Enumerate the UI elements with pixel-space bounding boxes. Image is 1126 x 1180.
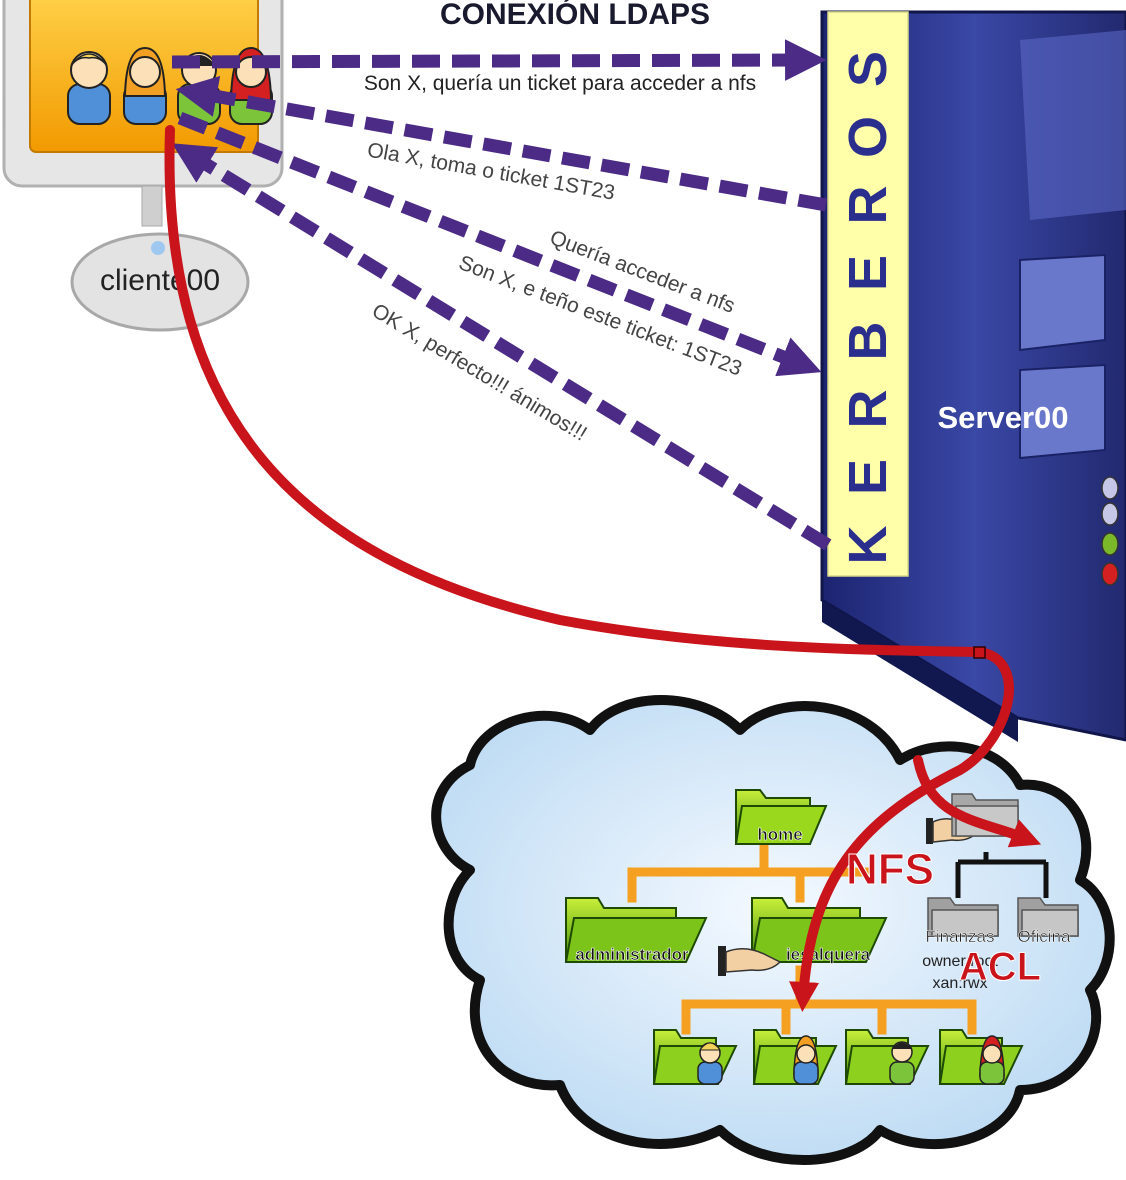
kerberos-letter: S [838, 51, 898, 87]
folder-home-label: home [757, 825, 802, 844]
folder-user-woman[interactable] [752, 1029, 838, 1085]
kerberos-letter: R [838, 186, 898, 225]
kerberos-letter: B [838, 322, 898, 361]
folder-iesalquera-label: iesalquera [786, 945, 871, 964]
kerberos-band [827, 11, 909, 577]
kerberos-letter: O [838, 116, 898, 158]
share-hand-icon [718, 946, 782, 976]
user-icon-woman [123, 46, 167, 125]
arrow-ticket-request [171, 39, 827, 81]
folder-user-redhead[interactable] [938, 1029, 1024, 1085]
folder-finanzas-label: Finanzas [926, 927, 995, 946]
folder-oficina-label: Oficina [1018, 927, 1071, 946]
folder-administrador-label: administrador [575, 945, 689, 964]
kerberos-letter: R [838, 390, 898, 429]
kerberos-exchange-arrows [171, 39, 832, 551]
server-status-leds [1101, 476, 1119, 586]
arrow-access-ok [171, 143, 832, 551]
kerberos-letter: E [838, 255, 898, 291]
folder-finanzas[interactable]: Finanzas [925, 897, 999, 946]
nfs-mount-point [973, 646, 986, 659]
user-icon-blonde [67, 51, 111, 125]
folder-user-dark-hair[interactable] [844, 1029, 930, 1085]
server-name: Server00 [937, 400, 1068, 435]
acl-rule-xan: xan:rwx [932, 975, 987, 992]
arrow-access-request [177, 111, 822, 377]
arrow-ticket-grant [175, 75, 828, 212]
folder-home[interactable]: home [734, 789, 828, 845]
message-access-ticket: Son X, e teño este ticket: 1ST23 [456, 251, 745, 380]
acl-rule-owner: owner:root [922, 953, 998, 970]
kerberos-letter: E [838, 459, 898, 495]
arrow-client-to-nfs [164, 125, 1014, 1012]
acl-label: ACL [959, 945, 1041, 989]
nfs-label: NFS [846, 845, 934, 894]
diagram-title: CONEXIÓN LDAPS [440, 0, 710, 31]
arrow-client-to-acl [913, 755, 1042, 848]
nfs-access-arrows [164, 125, 1042, 1012]
message-ticket-request: Son X, quería un ticket para acceder a n… [364, 72, 756, 95]
kerberos-letter: K [838, 526, 898, 565]
folder-administrador[interactable]: administrador [564, 897, 708, 964]
folder-user-blonde[interactable] [652, 1029, 738, 1085]
acl-tree-lines [955, 852, 1049, 898]
client-name: cliente00 [100, 264, 220, 297]
folder-oficina[interactable]: Oficina [1017, 897, 1079, 946]
